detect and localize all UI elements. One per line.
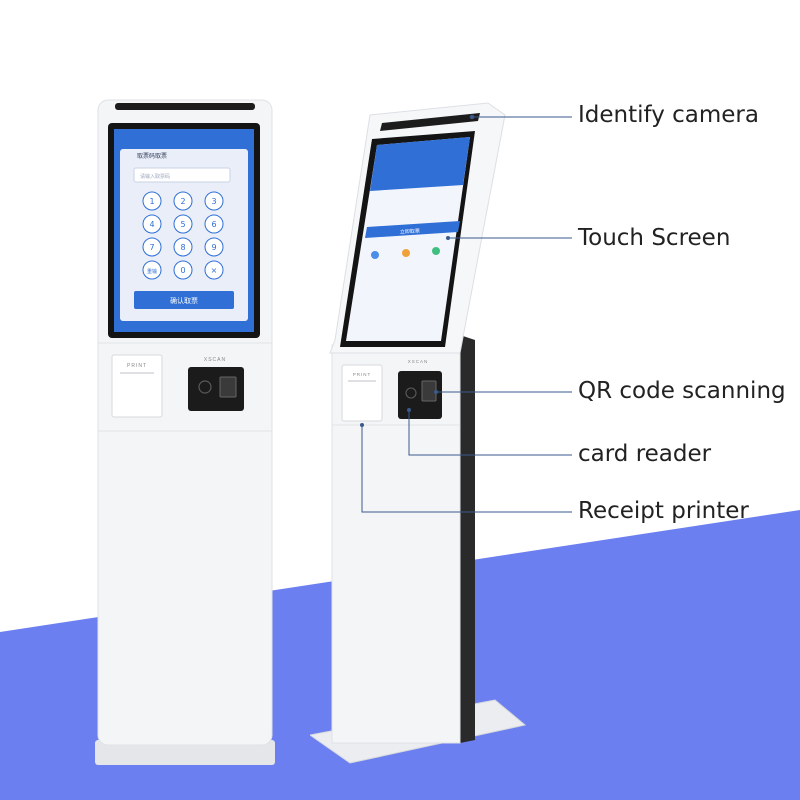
card-reader-line [408, 410, 572, 456]
keypad-key-label: 9 [211, 243, 216, 252]
front-kiosk-base [95, 740, 275, 765]
front-keypad: 1 2 3 4 5 6 7 8 9 重输 0 × [142, 191, 224, 280]
front-print-label: PRINT [127, 363, 147, 369]
keypad-key[interactable] [142, 260, 162, 280]
front-confirm-button[interactable] [134, 291, 234, 309]
side-app-icon-2 [402, 249, 410, 257]
side-confirm-label: 立即取票 [400, 227, 420, 235]
keypad-key[interactable] [204, 214, 224, 234]
side-screen-banner [370, 137, 470, 191]
keypad-key[interactable] [173, 260, 193, 280]
keypad-key-label: 2 [180, 197, 185, 206]
side-app-icon-1 [371, 251, 379, 259]
keypad-key-label: 3 [211, 197, 216, 206]
keypad-key-label: 1 [149, 197, 154, 206]
front-kiosk: 取票码取票 请输入取票码 1 2 3 4 5 6 7 8 9 重输 0 × 确认取票 PRINT XS… [95, 99, 275, 765]
keypad-key-label: 5 [180, 220, 185, 229]
keypad-key-label: 4 [149, 220, 154, 229]
identify-camera-dot [470, 115, 474, 119]
receipt-printer-label: Receipt printer [578, 498, 749, 524]
qr-code-scanning-label: QR code scanning [578, 378, 786, 404]
keypad-key[interactable] [204, 237, 224, 257]
side-scan-label: XSCAN [408, 359, 429, 364]
front-screen-title: 取票码取票 [137, 152, 167, 160]
front-code-input[interactable] [133, 167, 231, 183]
touch-screen-label: Touch Screen [578, 225, 731, 251]
side-print-label: PRINT [353, 372, 372, 377]
keypad-key[interactable] [173, 237, 193, 257]
keypad-key[interactable] [142, 237, 162, 257]
qr-code-dot [434, 390, 438, 394]
front-qr-window [219, 376, 237, 398]
keypad-key-label: 重输 [147, 268, 157, 275]
keypad-key-label: 6 [211, 220, 216, 229]
side-kiosk: 立即取票 PRINT XSCAN [310, 102, 527, 764]
front-confirm-label: 确认取票 [170, 296, 198, 305]
side-nfc-icon [405, 387, 417, 399]
keypad-key[interactable] [204, 191, 224, 211]
side-kiosk-edge [460, 335, 475, 743]
keypad-key[interactable] [173, 214, 193, 234]
front-scan-label: XSCAN [204, 357, 226, 363]
front-kiosk-camera-slot [115, 103, 255, 110]
keypad-key[interactable] [204, 260, 224, 280]
keypad-key-label: 7 [149, 243, 154, 252]
card-reader-dot [407, 408, 411, 412]
keypad-key-label: 0 [180, 266, 185, 275]
front-code-input-placeholder: 请输入取票码 [140, 173, 170, 180]
keypad-key[interactable] [173, 191, 193, 211]
keypad-key[interactable] [142, 214, 162, 234]
receipt-printer-line [361, 425, 572, 513]
keypad-key[interactable] [142, 191, 162, 211]
identify-camera-label: Identify camera [578, 102, 759, 128]
side-kiosk-camera-slot [380, 113, 480, 131]
front-nfc-icon [198, 380, 212, 394]
keypad-key-label: 8 [180, 243, 185, 252]
front-receipt-printer [111, 354, 163, 418]
keypad-key-label: × [211, 266, 218, 275]
touch-screen-dot [446, 236, 450, 240]
side-app-icon-3 [432, 247, 440, 255]
side-receipt-printer [341, 364, 383, 422]
side-confirm-button[interactable] [365, 221, 460, 238]
card-reader-label: card reader [578, 441, 712, 467]
receipt-printer-dot [360, 423, 364, 427]
